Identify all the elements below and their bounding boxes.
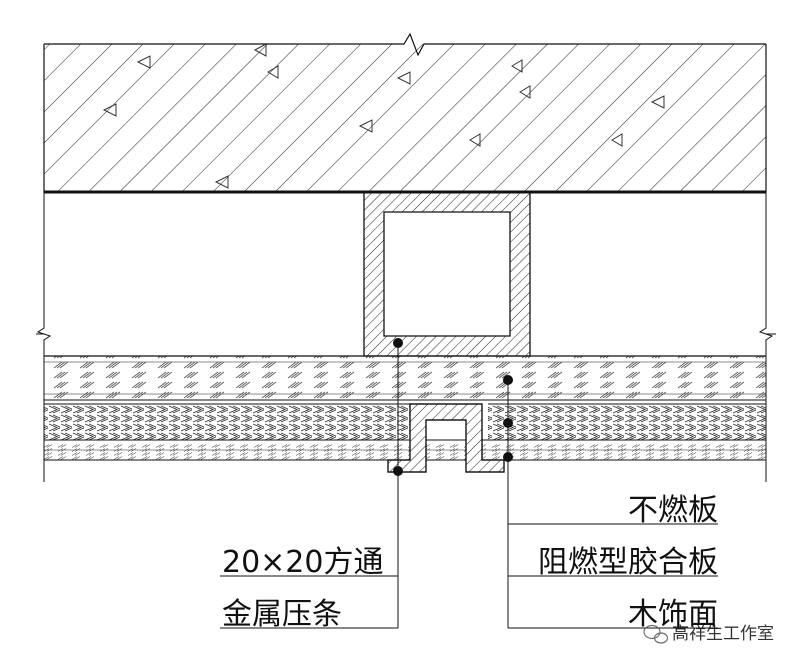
- noncombustible-board: [44, 355, 766, 401]
- callout-fire-retardant-plywood: 阻燃型胶合板: [538, 545, 718, 580]
- metal-trim: [387, 403, 505, 473]
- watermark-text: 高祥生工作室: [672, 624, 774, 644]
- callout-wood-veneer: 木饰面: [628, 597, 718, 632]
- leader-lines: [220, 338, 718, 629]
- wechat-icon: [643, 624, 669, 644]
- trim-leader-dot: [393, 466, 403, 476]
- square-tube: [363, 191, 531, 357]
- callout-square-tube: 20×20方通: [222, 545, 383, 580]
- fire-retardant-plywood: [44, 403, 766, 441]
- concrete-slab: [43, 32, 767, 194]
- callout-metal-trim: 金属压条: [222, 597, 342, 632]
- wood-veneer: [43, 356, 767, 482]
- veneer-leader-dot: [503, 452, 513, 462]
- tube-leader-dot: [393, 338, 403, 348]
- board-leader-dot: [503, 375, 513, 385]
- cavity-outline: [36, 192, 776, 356]
- plywood-leader-dot: [503, 418, 513, 428]
- callout-noncombustible-board: 不燃板: [628, 493, 718, 528]
- watermark: 高祥生工作室: [643, 624, 774, 644]
